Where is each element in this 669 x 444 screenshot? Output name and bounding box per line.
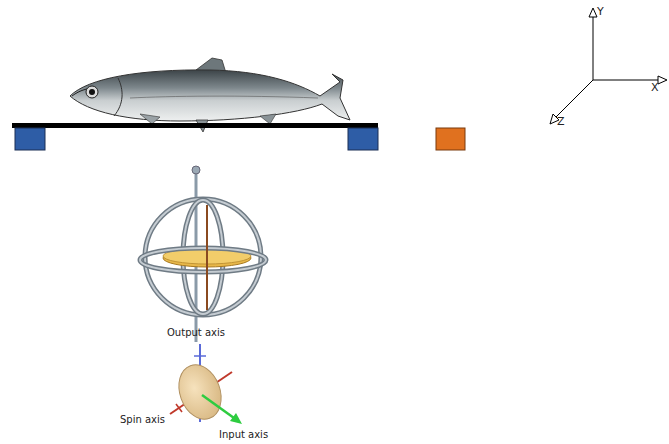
- axis-label: Y: [597, 6, 604, 18]
- gyroscope: [140, 166, 266, 342]
- axis-label: X: [651, 82, 659, 94]
- callout-label: Input axis: [219, 429, 268, 441]
- orange-block: [436, 128, 465, 150]
- axes: [550, 8, 667, 124]
- fish: [70, 58, 350, 132]
- callout-label: Output axis: [167, 327, 225, 339]
- beam: [12, 123, 378, 128]
- axis-diagram: [170, 344, 242, 425]
- callout-label: Spin axis: [120, 414, 165, 426]
- support-block: [348, 128, 378, 150]
- support-block: [15, 128, 45, 150]
- axis-label: Z: [557, 116, 565, 128]
